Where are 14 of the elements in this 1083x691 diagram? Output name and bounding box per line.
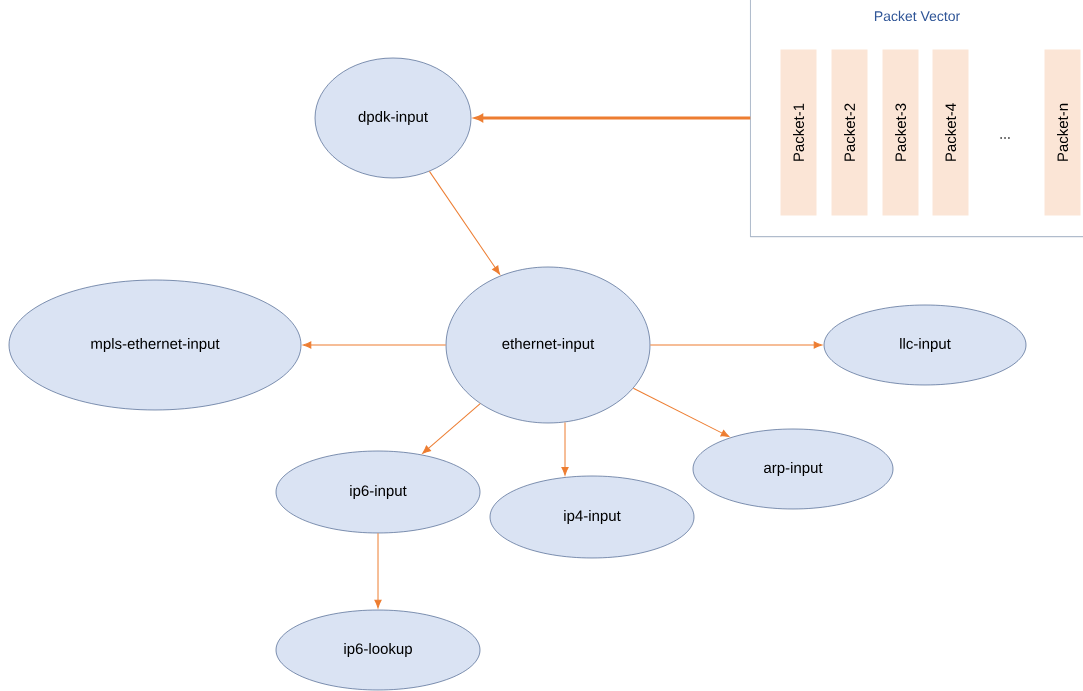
arrow <box>649 341 823 349</box>
arrow <box>561 422 569 476</box>
arrow <box>302 341 447 349</box>
arrow <box>632 387 730 438</box>
arrow <box>474 114 751 122</box>
packet-box: Packet-1 <box>780 49 817 216</box>
packet-box: Packet-3 <box>882 49 919 216</box>
packet-box: Packet-n <box>1044 49 1081 216</box>
packet-box: Packet-4 <box>932 49 969 216</box>
packet-box: Packet-2 <box>831 49 868 216</box>
arrow <box>422 403 481 454</box>
ellipsis: ... <box>1000 137 1010 139</box>
arrow <box>428 170 501 275</box>
arrow <box>374 532 382 609</box>
